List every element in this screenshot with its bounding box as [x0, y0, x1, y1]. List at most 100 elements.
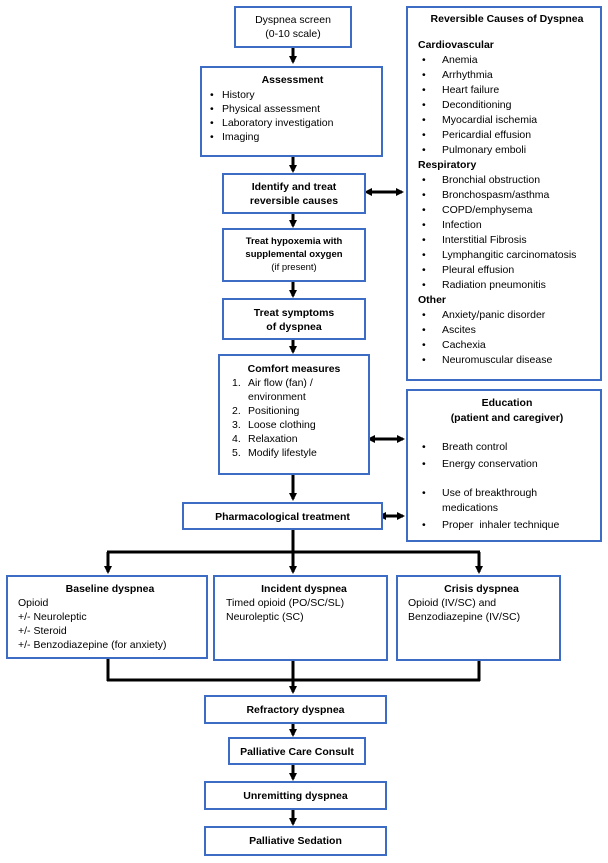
baseline-title: Baseline dyspnea [65, 583, 155, 595]
list-item: Myocardial ischemia [418, 113, 596, 128]
group-cardiovascular: Cardiovascular [418, 39, 494, 51]
list-item: Radiation pneumonitis [418, 278, 596, 293]
list-item: Anemia [418, 53, 596, 68]
item-number: 3. [232, 419, 241, 431]
crisis-list: Opioid (IV/SC) and Benzodiazepine (IV/SC… [408, 596, 555, 624]
list-item: Breath control [418, 440, 596, 455]
other-list: Anxiety/panic disorder Ascites Cachexia … [418, 308, 596, 368]
list-item: Neuromuscular disease [418, 353, 596, 368]
list-item: 3. Loose clothing [224, 418, 364, 432]
list-item: Pericardial effusion [418, 128, 596, 143]
education-list: Breath control Energy conservation Use o… [418, 440, 596, 533]
list-item: Bronchial obstruction [418, 173, 596, 188]
incident-dyspnea-box: Incident dyspnea Timed opioid (PO/SC/SL)… [213, 575, 388, 661]
dyspnea-screen-scale: (0-10 scale) [265, 28, 321, 40]
cardiovascular-list: Anemia Arrhythmia Heart failure Decondit… [418, 53, 596, 158]
incident-title: Incident dyspnea [261, 583, 347, 595]
identify-reversible-box: Identify and treat reversible causes [222, 173, 366, 214]
list-item: History [208, 88, 377, 102]
list-item: Infection [418, 218, 596, 233]
unremitting-title: Unremitting dyspnea [243, 790, 348, 802]
list-item: Bronchospasm/asthma [418, 188, 596, 203]
hypoxemia-condition: (if present) [271, 262, 317, 273]
pharma-title: Pharmacological treatment [215, 511, 350, 523]
list-item: Deconditioning [418, 98, 596, 113]
list-item: Arrhythmia [418, 68, 596, 83]
list-item: Opioid [18, 597, 49, 609]
item-text: Loose clothing [248, 419, 316, 431]
hypoxemia-line2: supplemental oxygen [245, 249, 343, 260]
assessment-title: Assessment [261, 74, 324, 86]
item-number: 2. [232, 405, 241, 417]
consult-title: Palliative Care Consult [240, 746, 354, 758]
group-other: Other [418, 294, 447, 306]
symptoms-line2: of dyspnea [266, 321, 322, 333]
refractory-title: Refractory dyspnea [246, 704, 345, 716]
reversible-causes-panel: Reversible Causes of Dyspnea Cardiovascu… [406, 6, 602, 381]
baseline-dyspnea-box: Baseline dyspnea Opioid +/- Neuroleptic … [6, 575, 208, 659]
list-item: Lymphangitic carcinomatosis [418, 248, 596, 263]
list-item: 4. Relaxation [224, 432, 364, 446]
list-item: Timed opioid (PO/SC/SL) [226, 597, 345, 609]
reversible-title: Reversible Causes of Dyspnea [430, 13, 584, 25]
comfort-title: Comfort measures [247, 363, 341, 375]
list-item: Physical assessment [208, 102, 377, 116]
item-text: Modify lifestyle [248, 447, 317, 459]
list-item: Heart failure [418, 83, 596, 98]
crisis-dyspnea-box: Crisis dyspnea Opioid (IV/SC) and Benzod… [396, 575, 561, 661]
identify-line1: Identify and treat [251, 181, 337, 193]
list-item: Use of breakthrough medications [418, 486, 596, 516]
treat-symptoms-box: Treat symptoms of dyspnea [222, 298, 366, 340]
list-item: Interstitial Fibrosis [418, 233, 596, 248]
refractory-dyspnea-box: Refractory dyspnea [204, 695, 387, 724]
list-item: 1. Air flow (fan) / environment [224, 376, 364, 404]
comfort-list: 1. Air flow (fan) / environment 2. Positio… [224, 376, 364, 460]
pharmacological-treatment-box: Pharmacological treatment [182, 502, 383, 530]
education-title: Education [481, 397, 533, 409]
list-item: +/- Steroid [18, 625, 67, 637]
assessment-box: Assessment History Physical assessment L… [200, 66, 383, 157]
list-item: COPD/emphysema [418, 203, 596, 218]
item-number: 4. [232, 433, 241, 445]
list-item: 5. Modify lifestyle [224, 446, 364, 460]
education-subtitle: (patient and caregiver) [450, 412, 564, 424]
group-respiratory: Respiratory [418, 159, 477, 171]
list-item: Benzodiazepine (IV/SC) [408, 611, 521, 623]
list-item: Energy conservation [418, 457, 596, 472]
list-item: Laboratory investigation [208, 116, 377, 130]
incident-list: Timed opioid (PO/SC/SL) Neuroleptic (SC) [226, 596, 382, 624]
item-text: Relaxation [248, 433, 298, 445]
list-item: Proper inhaler technique [418, 518, 596, 533]
baseline-list: Opioid +/- Neuroleptic +/- Steroid +/- B… [18, 596, 202, 652]
hypoxemia-line1: Treat hypoxemia with [245, 236, 343, 247]
respiratory-list: Bronchial obstruction Bronchospasm/asthm… [418, 173, 596, 293]
crisis-title: Crisis dyspnea [444, 583, 519, 595]
list-item: Imaging [208, 130, 377, 144]
list-item: Pulmonary emboli [418, 143, 596, 158]
palliative-sedation-box: Palliative Sedation [204, 826, 387, 856]
assessment-list: History Physical assessment Laboratory i… [208, 88, 377, 144]
unremitting-dyspnea-box: Unremitting dyspnea [204, 781, 387, 810]
dyspnea-screen-title: Dyspnea screen [255, 14, 331, 26]
item-number: 1. [232, 377, 241, 389]
list-item: 2. Positioning [224, 404, 364, 418]
list-item: Ascites [418, 323, 596, 338]
treat-hypoxemia-box: Treat hypoxemia with supplemental oxygen… [222, 228, 366, 282]
list-item: Pleural effusion [418, 263, 596, 278]
list-item: Opioid (IV/SC) and [408, 597, 497, 609]
identify-line2: reversible causes [249, 195, 339, 207]
item-text: Positioning [248, 405, 300, 417]
list-item: Anxiety/panic disorder [418, 308, 596, 323]
palliative-care-consult-box: Palliative Care Consult [228, 737, 366, 765]
education-panel: Education (patient and caregiver) Breath… [406, 389, 602, 542]
list-item: +/- Benzodiazepine (for anxiety) [18, 639, 167, 651]
sedation-title: Palliative Sedation [249, 835, 342, 847]
item-text: Air flow (fan) / environment [248, 377, 313, 403]
list-item: +/- Neuroleptic [18, 611, 87, 623]
comfort-measures-box: Comfort measures 1. Air flow (fan) / envi… [218, 354, 370, 475]
list-item: Neuroleptic (SC) [226, 611, 304, 623]
list-item: Cachexia [418, 338, 596, 353]
dyspnea-screen-box: Dyspnea screen (0-10 scale) [234, 6, 352, 48]
item-number: 5. [232, 447, 241, 459]
